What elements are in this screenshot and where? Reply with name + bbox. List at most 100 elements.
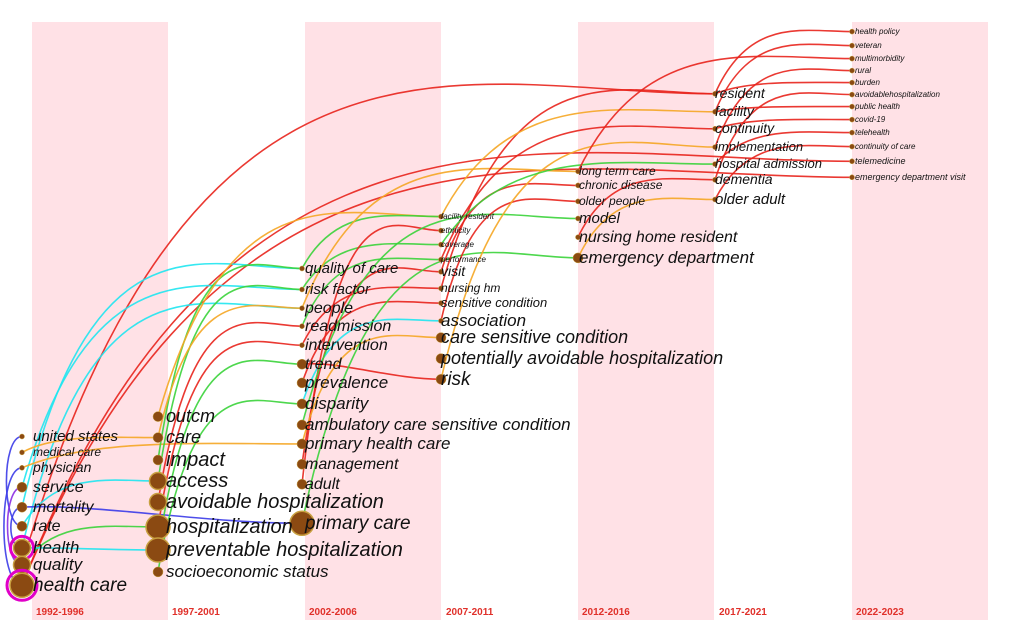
node-disparity[interactable]	[296, 398, 308, 410]
node-quality-of-care[interactable]	[299, 265, 305, 272]
node-avoidable-hospitalization[interactable]	[148, 492, 168, 512]
keyword-performance[interactable]: performance	[440, 255, 486, 264]
keyword-health-policy[interactable]: health policy	[855, 27, 900, 36]
keyword-mortality[interactable]: mortality	[33, 499, 94, 516]
keyword-outcm[interactable]: outcm	[166, 406, 215, 426]
keyword-burden[interactable]: burden	[855, 78, 880, 87]
keyword-prevalence[interactable]: prevalence	[304, 373, 388, 392]
keyword-service[interactable]: service	[33, 479, 84, 496]
node-veteran[interactable]	[849, 42, 855, 49]
node-health-care[interactable]	[9, 572, 35, 599]
node-primary-care[interactable]	[289, 510, 315, 537]
keyword-older-adult[interactable]: older adult	[715, 191, 786, 208]
keyword-health[interactable]: health	[33, 538, 79, 557]
keyword-trend[interactable]: trend	[305, 356, 343, 373]
keyword-quality[interactable]: quality	[33, 555, 84, 574]
keyword-covid-19[interactable]: covid-19	[855, 115, 886, 124]
keyword-continuity[interactable]: continuity	[715, 120, 775, 136]
keyword-telemedicine[interactable]: telemedicine	[855, 156, 906, 166]
keyword-disparity[interactable]: disparity	[305, 394, 370, 413]
keyword-facility-resident[interactable]: facility resident	[441, 212, 495, 221]
keyword-model[interactable]: model	[579, 210, 621, 227]
keyword-avoidablehospitalization[interactable]: avoidablehospitalization	[855, 90, 941, 99]
keyword-care[interactable]: care	[166, 427, 201, 447]
node-visit[interactable]	[438, 269, 444, 275]
node-hospital-admission[interactable]	[712, 161, 718, 167]
node-potentially-avoidable-hospitalization[interactable]	[435, 353, 447, 364]
keyword-chronic-disease[interactable]: chronic disease	[579, 178, 663, 192]
node-resident[interactable]	[712, 91, 718, 97]
keyword-implementation[interactable]: implementation	[715, 139, 803, 154]
node-rural[interactable]	[849, 67, 855, 74]
keyword-management[interactable]: management	[305, 456, 399, 473]
node-facility[interactable]	[712, 109, 718, 115]
node-model[interactable]	[575, 215, 581, 222]
keyword-dementia[interactable]: dementia	[715, 171, 773, 187]
keyword-visit[interactable]: visit	[441, 263, 466, 279]
node-health-policy[interactable]	[849, 28, 855, 35]
node-sensitive-condition[interactable]	[438, 300, 444, 306]
node-trend[interactable]	[296, 358, 308, 370]
node-chronic-disease[interactable]	[575, 182, 581, 189]
keyword-impact[interactable]: impact	[166, 449, 226, 471]
node-outcm[interactable]	[152, 411, 164, 422]
node-multimorbidity[interactable]	[849, 55, 855, 62]
keyword-hospital-admission[interactable]: hospital admission	[715, 156, 822, 171]
node-nursing-home-resident[interactable]	[575, 234, 581, 240]
keyword-older-people[interactable]: older people	[579, 194, 645, 208]
keyword-facility[interactable]: facility	[715, 103, 755, 119]
keyword-primary-care[interactable]: primary care	[304, 513, 411, 534]
node-ethnicity[interactable]	[438, 227, 444, 234]
keyword-long-term-care[interactable]: long term care	[579, 164, 656, 178]
node-ambulatory-care-sensitive-condition[interactable]	[296, 419, 308, 431]
node-risk-factor[interactable]	[299, 286, 305, 293]
keyword-care-sensitive-condition[interactable]: care sensitive condition	[441, 327, 628, 347]
node-primary-health-care[interactable]	[296, 438, 308, 450]
keyword-risk-factor[interactable]: risk factor	[305, 281, 371, 298]
node-continuity[interactable]	[712, 126, 718, 132]
node-older-adult[interactable]	[712, 196, 718, 203]
node-public-health[interactable]	[849, 103, 855, 110]
node-adult[interactable]	[296, 478, 308, 490]
node-avoidablehospitalization[interactable]	[849, 91, 855, 98]
node-socioeconomic-status[interactable]	[152, 566, 164, 578]
node-rate[interactable]	[16, 520, 28, 532]
keyword-ethnicity[interactable]: ethnicity	[441, 226, 471, 235]
node-access[interactable]	[148, 471, 168, 491]
keyword-readmission[interactable]: readmission	[305, 318, 391, 335]
node-health[interactable]	[12, 538, 32, 558]
keyword-health-care[interactable]: health care	[33, 575, 127, 596]
keyword-medical-care[interactable]: medical care	[33, 445, 101, 459]
node-nursing-hm[interactable]	[438, 285, 444, 292]
node-readmission[interactable]	[299, 323, 305, 329]
keyword-emergency-department[interactable]: emergency department	[579, 248, 755, 267]
node-covid-19[interactable]	[849, 116, 855, 123]
keyword-association[interactable]: association	[441, 311, 526, 330]
keyword-sensitive-condition[interactable]: sensitive condition	[441, 295, 547, 310]
keyword-avoidable-hospitalization[interactable]: avoidable hospitalization	[166, 491, 384, 513]
keyword-adult[interactable]: adult	[305, 476, 340, 493]
keyword-preventable-hospitalization[interactable]: preventable hospitalization	[165, 539, 403, 561]
node-telehealth[interactable]	[849, 129, 855, 136]
node-telemedicine[interactable]	[849, 158, 855, 165]
node-implementation[interactable]	[712, 144, 718, 150]
keyword-telehealth[interactable]: telehealth	[855, 128, 890, 137]
keyword-quality-of-care[interactable]: quality of care	[305, 260, 398, 277]
node-people[interactable]	[299, 305, 305, 311]
node-impact[interactable]	[152, 454, 164, 466]
node-long-term-care[interactable]	[575, 168, 581, 175]
keyword-united-states[interactable]: united states	[33, 428, 119, 445]
node-service[interactable]	[16, 481, 28, 493]
node-care-sensitive-condition[interactable]	[435, 332, 447, 343]
keyword-ambulatory-care-sensitive-condition[interactable]: ambulatory care sensitive condition	[305, 415, 571, 434]
keyword-intervention[interactable]: intervention	[305, 337, 388, 354]
keyword-risk[interactable]: risk	[441, 369, 472, 390]
keyword-resident[interactable]: resident	[715, 85, 766, 101]
keyword-potentially-avoidable-hospitalization[interactable]: potentially avoidable hospitalization	[440, 348, 723, 368]
keyword-nursing-home-resident[interactable]: nursing home resident	[579, 229, 738, 246]
node-risk[interactable]	[435, 374, 447, 385]
node-burden[interactable]	[849, 79, 855, 86]
keyword-hospitalization[interactable]: hospitalization	[166, 516, 293, 538]
keyword-rate[interactable]: rate	[33, 518, 61, 535]
node-mortality[interactable]	[16, 501, 28, 513]
